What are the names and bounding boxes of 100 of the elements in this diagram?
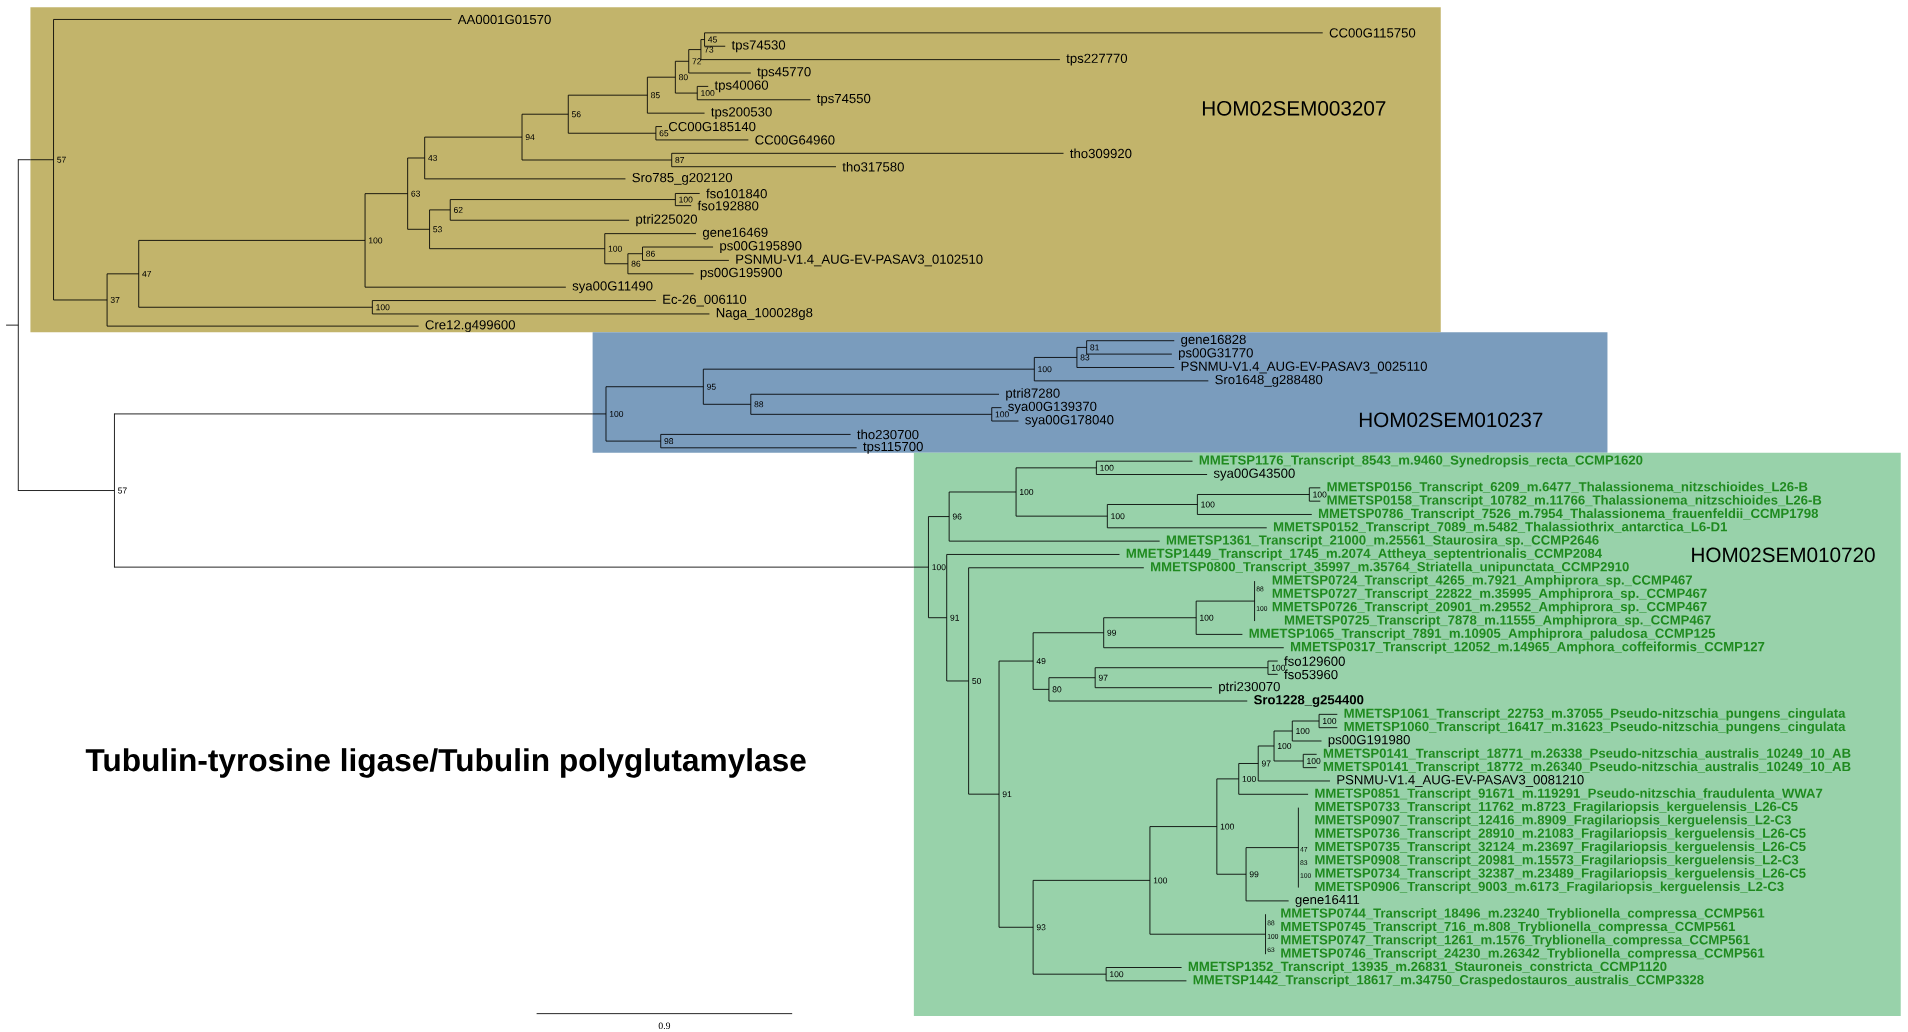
leaf-label: MMETSP0851_Transcript_91671_m.119291_Pseudo-nitzschia_fraudulenta_WWA7 <box>1315 788 1823 801</box>
bootstrap-value: 100 <box>609 411 624 417</box>
bootstrap-value: 100 <box>932 564 946 571</box>
bootstrap-value: 62 <box>453 206 463 213</box>
bootstrap-value: 100 <box>1200 614 1214 621</box>
leaf-label: Ec-26_006110 <box>663 294 747 307</box>
tree-branch <box>17 159 31 161</box>
leaf-label: tho309920 <box>1070 148 1132 159</box>
bootstrap-value: 57 <box>118 487 127 494</box>
leaf-label: MMETSP0726_Transcript_20901_m.29552_Amphiprora_sp._CCMP467 <box>1272 601 1707 614</box>
bootstrap-value: 45 <box>708 36 717 43</box>
leaf-label: gene16411 <box>1295 895 1360 907</box>
tree-branch <box>113 566 915 568</box>
leaf-label: ps00G195890 <box>720 241 802 254</box>
leaf-label: sya00G178040 <box>1025 415 1114 428</box>
bootstrap-value: 100 <box>1110 971 1124 978</box>
leaf-label: PSNMU-V1.4_AUG-EV-PASAV3_0081210 <box>1337 775 1584 787</box>
bootstrap-value: 93 <box>1036 924 1046 931</box>
leaf-label: MMETSP0317_Transcript_12052_m.14965_Amphora_coffeiformis_CCMP127 <box>1291 641 1765 654</box>
leaf-label: fso129600 <box>1284 656 1345 666</box>
bootstrap-value: 100 <box>1278 743 1292 750</box>
bootstrap-value: 100 <box>1038 366 1052 373</box>
bootstrap-value: 100 <box>1313 491 1327 498</box>
bootstrap-value: 86 <box>631 260 641 267</box>
tree-branch <box>113 413 594 415</box>
leaf-label: MMETSP0156_Transcript_6209_m.6477_Thalassionema_nitzschioides_L26-B <box>1327 481 1808 494</box>
bootstrap-value: 100 <box>1020 489 1034 496</box>
leaf-label: Sro785_g202120 <box>632 173 733 185</box>
tree-branch <box>5 324 19 326</box>
leaf-label: ps00G191980 <box>1328 735 1410 747</box>
bootstrap-value: 100 <box>679 196 693 203</box>
leaf-label: PSNMU-V1.4_AUG-EV-PASAV3_0102510 <box>736 254 983 267</box>
bootstrap-value: 57 <box>57 156 66 163</box>
leaf-label: fso192880 <box>697 200 759 211</box>
bootstrap-value: 98 <box>664 438 674 445</box>
bootstrap-value: 100 <box>995 411 1009 418</box>
bootstrap-value: 100 <box>376 304 390 311</box>
leaf-label: MMETSP0735_Transcript_32124_m.23697_Fragilariopsis_kerguelensis_L26-C5 <box>1315 841 1806 854</box>
bootstrap-value: 95 <box>707 383 716 390</box>
leaf-label: MMETSP0906_Transcript_9003_m.6173_Fragilariopsis_kerguelensis_L2-C3 <box>1315 881 1784 894</box>
leaf-label: MMETSP0786_Transcript_7526_m.7954_Thalassionema_frauenfeldii_CCMP1798 <box>1318 508 1818 521</box>
bootstrap-value: 50 <box>972 678 982 685</box>
bootstrap-value: 53 <box>433 226 442 233</box>
bootstrap-value: 100 <box>1111 513 1125 520</box>
leaf-label: CC00G64960 <box>755 135 835 145</box>
leaf-label: CC00G115750 <box>1329 28 1416 38</box>
bootstrap-value: 100 <box>1307 758 1321 765</box>
bootstrap-value: 80 <box>679 74 688 81</box>
leaf-label: gene16469 <box>702 227 768 240</box>
leaf-label: ps00G31770 <box>1179 348 1253 361</box>
bootstrap-value: 43 <box>428 155 438 162</box>
bootstrap-value: 91 <box>950 614 960 621</box>
title: Tubulin-tyrosine ligase/Tubulin polyglutamylase <box>85 748 806 778</box>
bootstrap-value: 100 <box>1201 501 1215 508</box>
bootstrap-value: 100 <box>1323 718 1337 725</box>
bootstrap-value: 63 <box>411 190 420 197</box>
bootstrap-value: 96 <box>952 513 962 520</box>
bootstrap-value: 97 <box>1261 760 1271 767</box>
scale-label: 0.9 <box>658 1022 671 1030</box>
leaf-label: fso53960 <box>1284 669 1338 680</box>
bootstrap-value: 86 <box>646 250 655 257</box>
bootstrap-value: 100 <box>1271 664 1286 671</box>
leaf-label: gene16828 <box>1181 334 1246 347</box>
bootstrap-value: 100 <box>701 90 715 97</box>
leaf-label: MMETSP0727_Transcript_22822_m.35995_Amphiprora_sp._CCMP467 <box>1272 588 1707 601</box>
leaf-label: MMETSP1065_Transcript_7891_m.10905_Amphiprora_paludosa_CCMP125 <box>1249 628 1716 641</box>
leaf-label: Sro1648_g288480 <box>1215 375 1323 387</box>
leaf-label: MMETSP0152_Transcript_7089_m.5482_Thalassiothrix_antarctica_L6-D1 <box>1273 521 1728 534</box>
bootstrap-value: 56 <box>571 111 581 118</box>
leaf-label: Cre12.g499600 <box>425 320 515 333</box>
leaf-label: tho230700 <box>857 429 919 440</box>
bootstrap-value: 37 <box>110 297 120 304</box>
leaf-label: fso101840 <box>706 188 767 199</box>
bootstrap-value: 83 <box>1080 354 1090 361</box>
leaf-label: MMETSP0725_Transcript_7878_m.11555_Amphiprora_sp._CCMP467 <box>1284 615 1711 628</box>
bootstrap-value: 88 <box>754 401 764 408</box>
leaf-label: tho317580 <box>842 161 904 172</box>
bootstrap-value: 100 <box>1220 823 1234 830</box>
bootstrap-value: 100 <box>1296 728 1310 735</box>
leaf-label: tps227770 <box>1066 53 1128 66</box>
leaf-label: ptri87280 <box>1006 388 1060 401</box>
leaf-label: MMETSP1352_Transcript_13935_m.26831_Stauroneis_constricta_CCMP1120 <box>1188 961 1667 974</box>
leaf-label: MMETSP1361_Transcript_21000_m.25561_Staurosira_sp._CCMP2646 <box>1166 535 1599 548</box>
leaf-label: Naga_100028g8 <box>716 308 813 320</box>
leaf-label: tps45770 <box>757 67 811 80</box>
bootstrap-value: 91 <box>1002 791 1012 798</box>
leaf-label: MMETSP0141_Transcript_18772_m.26340_Pseudo-nitzschia_australis_10249_10_AB <box>1323 761 1851 774</box>
bootstrap-value: 100 <box>1242 775 1256 782</box>
bootstrap-value: 100 <box>369 237 383 244</box>
leaf-label: ptri230070 <box>1219 681 1280 694</box>
leaf-label: MMETSP0908_Transcript_20981_m.15573_Fragilariopsis_kerguelensis_L2-C3 <box>1315 854 1799 868</box>
leaf-label: tps40060 <box>714 80 769 93</box>
bootstrap-value: 81 <box>1090 344 1099 351</box>
leaf-label: MMETSP0747_Transcript_1261_m.1576_Tryblionella_compressa_CCMP561 <box>1281 934 1750 948</box>
leaf-label: MMETSP0800_Transcript_35997_m.35764_Striatella_unipunctata_CCMP2910 <box>1151 561 1629 574</box>
leaf-label: MMETSP0745_Transcript_716_m.808_Tryblionella_compressa_CCMP561 <box>1281 921 1736 934</box>
bootstrap-value: 100 <box>608 245 622 252</box>
bootstrap-value: 87 <box>675 157 685 164</box>
bootstrap-value: 100 <box>1153 877 1168 884</box>
bootstrap-value: 72 <box>692 58 702 65</box>
